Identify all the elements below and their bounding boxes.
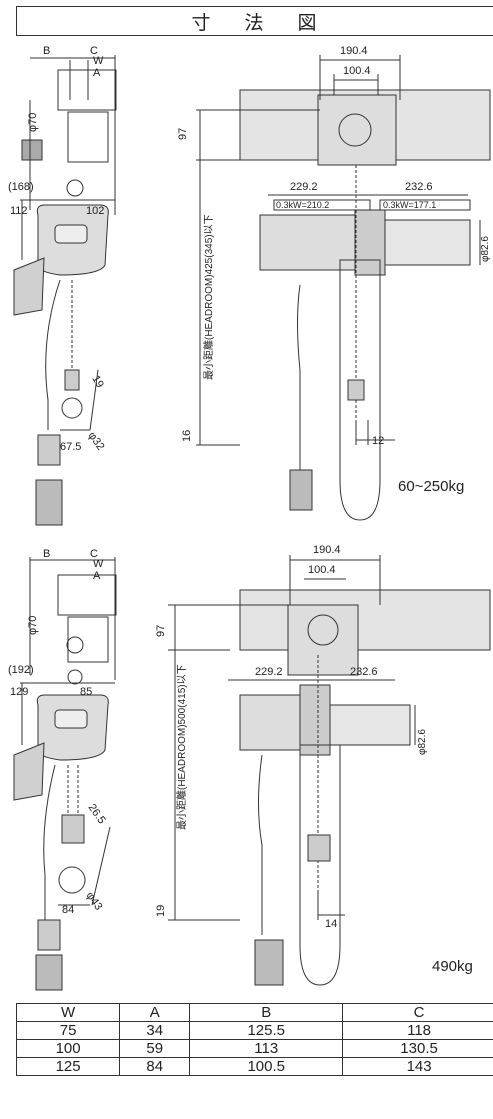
table-cell: 125.5: [189, 1021, 344, 1040]
label-675: 67.5: [60, 441, 81, 453]
label-phi70-2: φ70: [27, 616, 39, 635]
capacity-label-2: 490kg: [432, 958, 473, 975]
header-w: W: [15, 1003, 121, 1022]
table-cell: 130.5: [342, 1039, 493, 1058]
label-26-5: 26.5: [86, 802, 108, 826]
label-192: (192): [8, 664, 34, 676]
label-w: W: [93, 55, 104, 67]
label-phi82-6: φ82.6: [480, 236, 491, 262]
label-100-4: 100.4: [343, 65, 371, 77]
header-a: A: [119, 1003, 191, 1022]
table-cell: 75: [15, 1021, 121, 1040]
label-phi82-6-2: φ82.6: [417, 729, 428, 755]
dimension-drawing-2: B C W A φ70 (192) 129 85 26.5 84 φ43 190…: [8, 545, 491, 991]
label-kw2: 0.3kW=177.1: [383, 200, 436, 210]
label-84: 84: [62, 904, 74, 916]
table-row: 75 34 125.5 118: [15, 1021, 493, 1040]
label-190-4: 190.4: [340, 45, 368, 57]
label-97: 97: [177, 128, 189, 140]
title-bar: 寸 法 図: [16, 6, 493, 36]
table-cell: 34: [119, 1021, 191, 1040]
label-85: 85: [80, 686, 92, 698]
label-19-2: 19: [155, 905, 167, 917]
label-112: 112: [10, 205, 28, 217]
label-phi43: φ43: [84, 890, 105, 913]
label-102: 102: [86, 205, 104, 217]
table-row: 100 59 113 130.5: [15, 1039, 493, 1058]
table-cell: 100: [15, 1039, 121, 1058]
table-row: 125 84 100.5 143: [15, 1057, 493, 1076]
label-b-2: B: [43, 548, 50, 560]
header-b: B: [189, 1003, 344, 1022]
table-cell: 113: [189, 1039, 344, 1058]
label-w-2: W: [93, 558, 104, 570]
label-19: 19: [89, 374, 106, 391]
header-c: C: [342, 1003, 493, 1022]
table-cell: 143: [342, 1057, 493, 1076]
headroom-label: 最小距離(HEADROOM)425(345)以下: [202, 214, 215, 380]
table-cell: 84: [119, 1057, 191, 1076]
label-229-2: 229.2: [290, 181, 318, 193]
page-title: 寸 法 図: [191, 11, 331, 34]
table-cell: 100.5: [189, 1057, 344, 1076]
label-kw1: 0.3kW=210.2: [276, 200, 329, 210]
label-b: B: [43, 45, 50, 57]
dimension-table: W A B C 75 34 125.5 118 100 59 113 130.5…: [15, 1003, 493, 1076]
label-232-6-2: 232.6: [350, 666, 378, 678]
table-cell: 59: [119, 1039, 191, 1058]
label-phi70: φ70: [27, 113, 39, 132]
label-c-2: C: [90, 548, 98, 560]
table-header-row: W A B C: [15, 1003, 493, 1022]
label-97-2: 97: [155, 625, 167, 637]
capacity-label-1: 60~250kg: [398, 478, 465, 495]
label-16: 16: [181, 430, 193, 442]
label-168: (168): [8, 181, 34, 193]
label-232-6: 232.6: [405, 181, 433, 193]
label-phi32: φ32: [86, 430, 107, 453]
label-a: A: [93, 67, 101, 79]
label-100-4-2: 100.4: [308, 564, 336, 576]
label-229-2-2: 229.2: [255, 666, 283, 678]
table-cell: 118: [342, 1021, 493, 1040]
headroom-label-2: 最小距離(HEADROOM)500(415)以下: [175, 664, 188, 830]
dimension-drawing-1: B C W A φ70 (168) 112 102 19 67.5 φ32 19…: [8, 45, 491, 526]
label-129: 129: [10, 686, 28, 698]
label-c: C: [90, 45, 98, 57]
label-14: 14: [325, 918, 337, 930]
label-a-2: A: [93, 570, 101, 582]
label-12: 12: [372, 435, 384, 447]
label-190-4-2: 190.4: [313, 545, 341, 556]
table-cell: 125: [15, 1057, 121, 1076]
